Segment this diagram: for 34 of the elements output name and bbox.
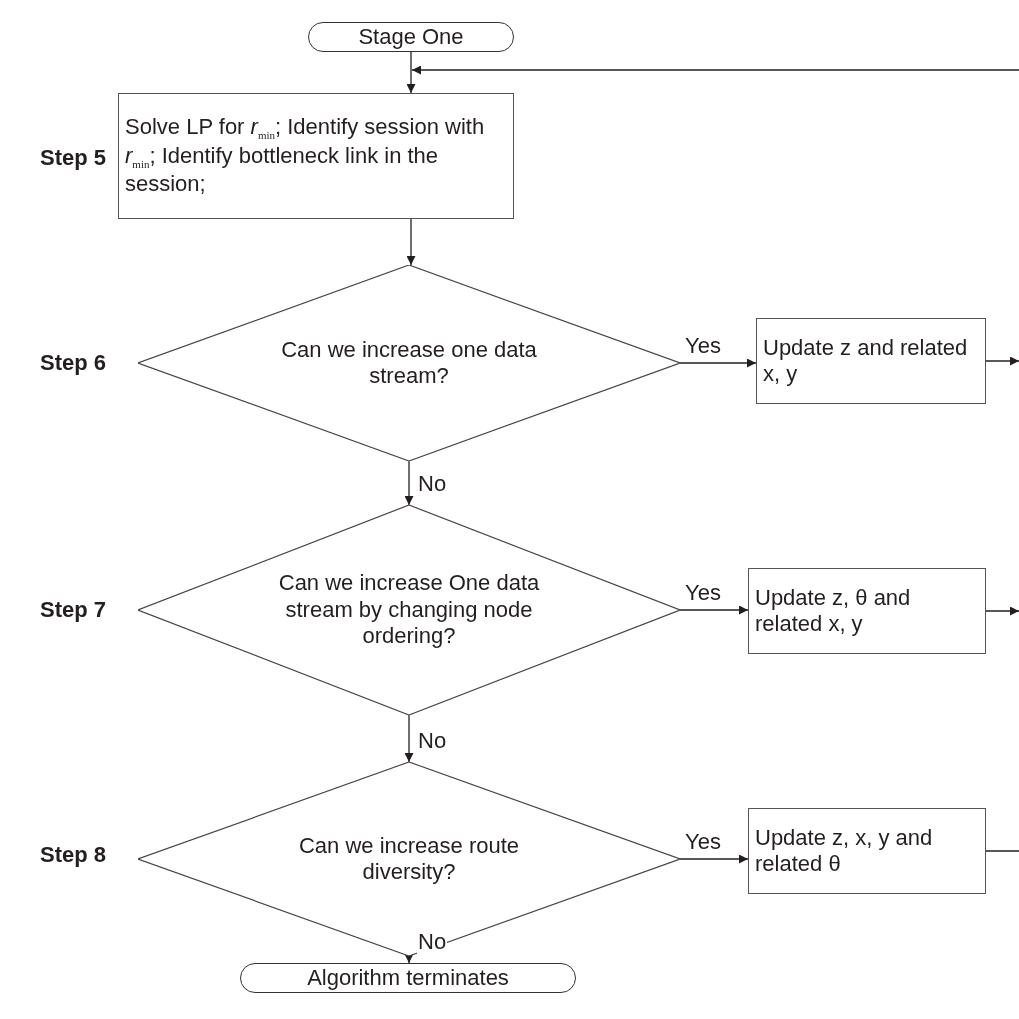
connector-line bbox=[985, 850, 1019, 852]
process-box bbox=[748, 808, 986, 894]
decision-diamond bbox=[138, 505, 680, 715]
arrow bbox=[679, 358, 757, 368]
node-text: Can we increase One data stream by changing node ordering? bbox=[277, 570, 541, 650]
node-text: Update z, θ and related x, y bbox=[755, 584, 912, 638]
terminal-box bbox=[308, 22, 514, 52]
step-label: Step 6 bbox=[40, 350, 107, 376]
decision-diamond bbox=[138, 265, 680, 461]
arrow bbox=[406, 51, 416, 94]
arrow bbox=[404, 954, 414, 964]
step-label: Step 7 bbox=[40, 597, 107, 623]
node-text: Update z, x, y and related θ bbox=[755, 824, 934, 878]
step-label: Step 5 bbox=[40, 145, 107, 171]
arrow bbox=[679, 854, 749, 864]
node-text: Can we increase one data stream? bbox=[280, 336, 538, 390]
process-box bbox=[118, 93, 514, 219]
arrow bbox=[404, 460, 414, 506]
node-text: Can we increase route diversity? bbox=[297, 832, 521, 886]
arrow bbox=[406, 218, 416, 266]
arrow bbox=[985, 606, 1019, 616]
node-text: Stage One bbox=[358, 23, 464, 51]
process-box bbox=[756, 318, 986, 404]
arrow bbox=[404, 714, 414, 763]
arrow bbox=[985, 356, 1019, 366]
decision-diamond bbox=[138, 762, 680, 956]
terminal-box bbox=[240, 963, 576, 993]
step-label: Step 8 bbox=[40, 842, 107, 868]
node-text: Update z and related x, y bbox=[763, 334, 969, 388]
node-text: Solve LP for r$_{min}$; Identify session with r$_{min}$; Identify bottleneck link in the session; bbox=[125, 114, 486, 198]
arrow bbox=[411, 65, 1019, 75]
arrow bbox=[679, 605, 749, 615]
node-text: Algorithm terminates bbox=[307, 964, 509, 992]
process-box bbox=[748, 568, 986, 654]
